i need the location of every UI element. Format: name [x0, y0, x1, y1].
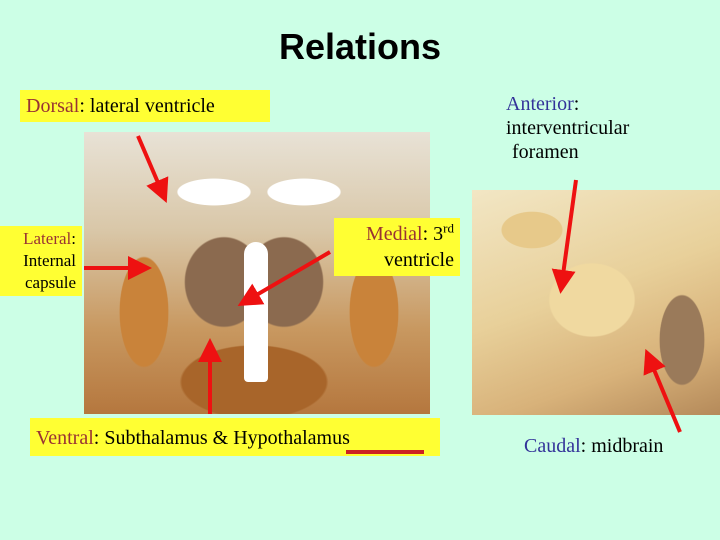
caudal-label: Caudal: midbrain	[524, 434, 714, 458]
anterior-line2: interventricular	[506, 117, 630, 139]
anterior-colon: :	[573, 93, 580, 115]
lateral-term: Lateral	[23, 229, 72, 248]
medial-term: Medial	[365, 223, 423, 245]
caudal-text: : midbrain	[580, 435, 664, 457]
sagittal-brain-section-image	[472, 190, 720, 415]
medial-superscript: rd	[443, 220, 454, 236]
slide-title: Relations	[278, 26, 442, 67]
third-ventricle-shape	[244, 242, 268, 382]
lateral-label: Lateral: Internal capsule	[0, 226, 82, 296]
lateral-line3: capsule	[25, 273, 76, 292]
anterior-label: Anterior: interventricular foramen	[506, 92, 706, 164]
medial-label: Medial: 3rd ventricle	[334, 218, 460, 276]
dorsal-term: Dorsal	[26, 95, 80, 117]
medial-text: : 3	[422, 223, 444, 245]
medial-line2: ventricle	[384, 249, 454, 271]
anterior-term: Anterior	[506, 93, 574, 115]
ventral-text: : Subthalamus & Hypothalamus	[93, 427, 350, 449]
ventral-term: Ventral	[36, 427, 94, 449]
lateral-line2: Internal	[23, 251, 76, 270]
dorsal-label: Dorsal: lateral ventricle	[20, 90, 270, 122]
lateral-colon: :	[71, 229, 76, 248]
caudal-term: Caudal	[524, 435, 581, 457]
anterior-line3: foramen	[512, 141, 579, 163]
dorsal-text: : lateral ventricle	[79, 95, 215, 117]
ventral-label: Ventral: Subthalamus & Hypothalamus	[30, 418, 440, 456]
